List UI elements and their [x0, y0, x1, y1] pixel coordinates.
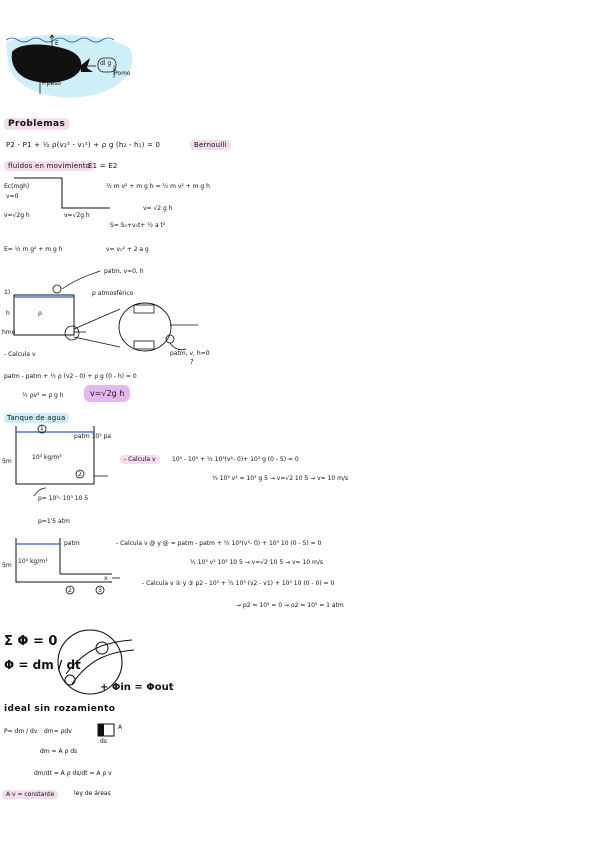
whale-label-peso: P.peso	[42, 80, 61, 87]
ideal-p-eq: P= dm / dv	[4, 728, 38, 735]
energy-equation: ½ m v² + m g h = ½ m v² + m g h	[106, 183, 210, 190]
simplified-equation: ½ ρv² = ρ g h	[22, 392, 64, 399]
ideal-box-label: A	[118, 724, 123, 731]
tank2-x: x	[104, 575, 108, 582]
left-label1: Ec(mgh)	[4, 183, 30, 190]
flux-sum: Σ Φ = 0	[4, 634, 58, 649]
tank1-label-2: 2	[78, 471, 82, 478]
bernoulli-equation: P2 - P1 + ½ ρ(v₂² - v₁²) + ρ g (h₂ - h₁)…	[6, 141, 161, 149]
tank-pipe-diagram	[13, 270, 198, 352]
tank1-p-result: p=1'5 atm	[38, 518, 70, 525]
ideal-a-const: A·v = constante	[2, 790, 59, 799]
flux-phi: Φ = dm / dt	[4, 658, 81, 672]
s-equation: S= S₀+v₀t+ ½ a t²	[110, 222, 166, 229]
tank1-diagram	[15, 424, 108, 497]
whale-label-box-sub: Pomo	[114, 70, 131, 77]
e1-equals-e2: E1 = E2	[88, 162, 118, 170]
flux-pipe-sketch	[57, 629, 135, 695]
tank2-diagram	[15, 538, 120, 595]
patm-top: patm, v=0, h	[104, 268, 144, 275]
tank2-eq4: → p2 = 10⁵ = 0 → o2 = 10⁵ = 1 atm	[236, 602, 344, 609]
rho-label: ρ	[38, 310, 42, 317]
tank1-5m: 5m	[2, 458, 12, 465]
tank2-5m: 5m	[2, 562, 12, 569]
p-atmosferico: p atmosférico	[92, 290, 134, 297]
left-label2: v=0	[6, 193, 19, 200]
heading-tanque: Tanque de agua	[4, 413, 69, 423]
v-sqrt: v= √2 g h	[143, 205, 173, 212]
v2-equation: v= v₀² + 2 a g	[106, 246, 149, 253]
question-mark: ?	[190, 358, 194, 366]
tank1-calcula-v: - Calcula v	[120, 455, 160, 464]
calcula-v-1: - Calcula v	[4, 351, 36, 358]
v-left: v=√2g h	[4, 212, 30, 219]
tank2-label-2: 2	[68, 587, 72, 594]
h-label: h	[6, 310, 10, 317]
tank2-eq2: ½ 10³ v² 10³ 10 5 → v=√2 10 5 → v= 10 m/…	[190, 559, 324, 566]
whale-sketch	[5, 34, 133, 98]
ideal-ley: ley de áreas	[74, 790, 111, 797]
v-right: v=√2g h	[64, 212, 90, 219]
tank1-density: 10³ kg/m³	[32, 454, 62, 461]
ideal-box-sketch	[97, 723, 115, 737]
step-diagram	[14, 177, 110, 209]
tank1-eq2: ½ 10³ v² = 10³ g 5 → v=√2 10 5 → v= 10 m…	[212, 475, 349, 482]
result-box: v=√2g h	[84, 385, 131, 402]
tank1-p-eq: p= 10⁵- 10³ 10 5	[38, 495, 89, 502]
whale-label-box: dl g	[100, 60, 112, 67]
heading-ideal: ideal sin rozamiento	[4, 704, 116, 714]
tank2-density: 10³ kg/m³	[18, 558, 48, 565]
tank1-eq1: 10⁵ - 10⁵ + ½ 10³(v²- 0)+ 10³ g (0 - 5) …	[172, 456, 299, 463]
tank1-patm: patm 10⁵ pa	[74, 433, 112, 440]
ideal-dmdt: dm/dt = A ρ ds/dt = A ρ v	[34, 770, 112, 777]
bernoulli-tag: Bernoulli	[190, 140, 231, 150]
flux-in-out: + Φin = Φout	[100, 682, 174, 693]
ideal-dm2: dm = A ρ ds	[40, 748, 78, 755]
tank2-eq1: - Calcula v @ y @ = patm - patm + ½ 10³(…	[116, 540, 322, 547]
tank2-patm: patm	[64, 540, 80, 547]
hmo-label: hmo	[2, 329, 16, 336]
ideal-dm-eq: dm= ρdv	[44, 728, 72, 735]
patm-v0: patm, v, h=0	[170, 350, 210, 357]
e-equation: E= ½ m g² + m g h	[4, 246, 63, 253]
tank1-label-1: 1	[40, 425, 44, 432]
patm-equation: patm - patm + ½ ρ (v2 - 0) + ρ g (0 - h)…	[4, 373, 137, 380]
problem-number: 1)	[4, 289, 11, 296]
tank2-label-3: 3	[98, 587, 102, 594]
whale-label-e: E	[55, 40, 59, 47]
heading-fluidos: fluidos en movimiento	[4, 161, 95, 171]
whale-illustration: E P.peso dl g Pomo	[0, 30, 140, 100]
tank2-eq3: - Calcula v ② y ③ p2 - 10⁵ + ½ 10³ (v2 -…	[142, 580, 335, 587]
ideal-ds-label: ds	[100, 738, 107, 745]
heading-problemas: Problemas	[4, 118, 70, 130]
